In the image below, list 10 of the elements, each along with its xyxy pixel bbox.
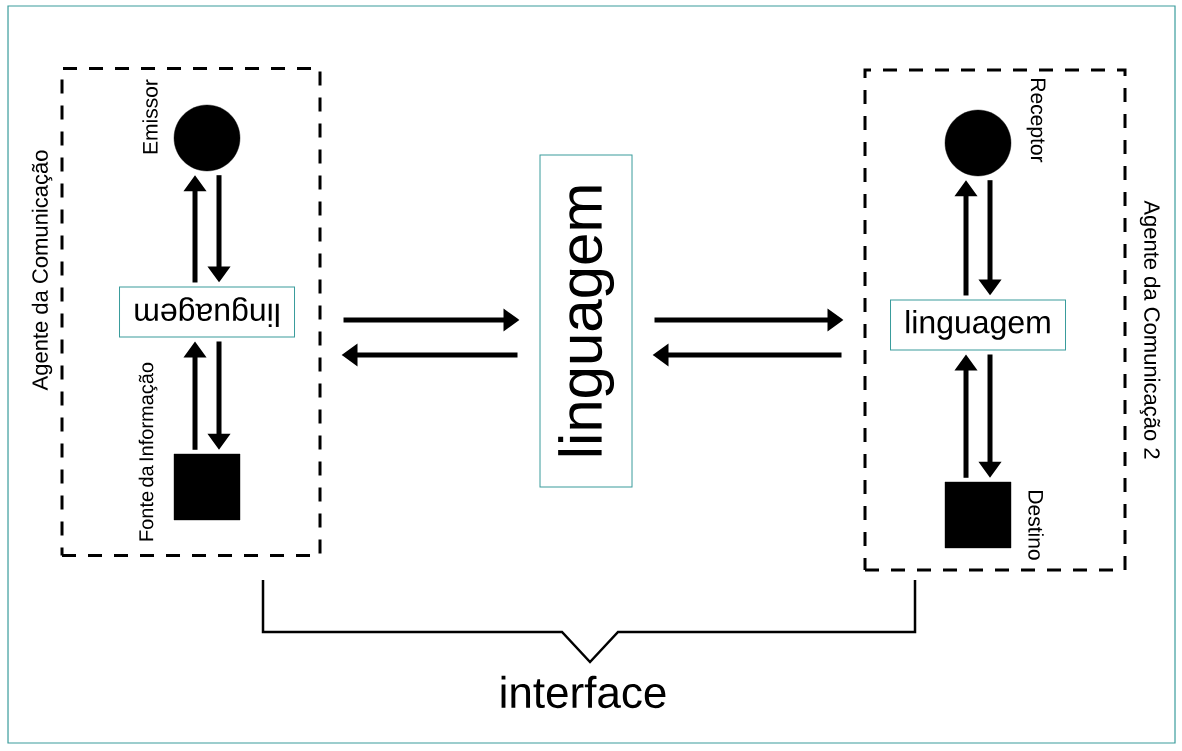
node-caption: Receptor [1026,79,1046,163]
bracket-label: interface [501,675,666,709]
node-caption: Emissor [142,79,158,154]
node-caption: Fonte da Informação [138,362,158,541]
node-caption: Destino [1028,491,1044,560]
text-box: linguagem [119,286,295,338]
text-box: linguagem [539,154,633,488]
group-heading: Agente da Comunicação [31,150,53,391]
text-box: linguagem [890,299,1066,351]
group-heading: Agente da Comunicação 2 [1139,200,1161,459]
